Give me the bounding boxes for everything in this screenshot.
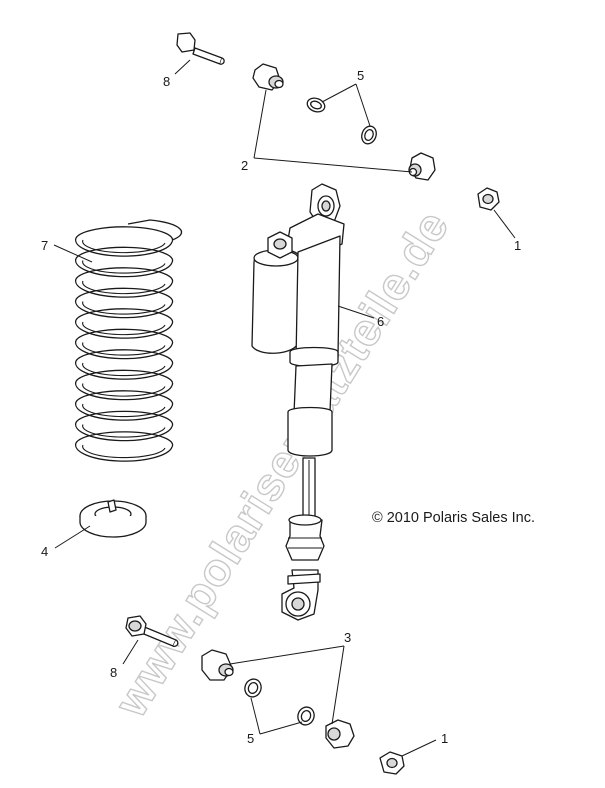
spring-coil-inner bbox=[82, 444, 166, 459]
spring-coil-inner bbox=[82, 424, 166, 438]
callout-2: 2 bbox=[241, 158, 248, 173]
spring-coil-inner bbox=[82, 342, 166, 356]
spring-coil-back bbox=[75, 390, 174, 407]
spring-coil-front bbox=[74, 319, 173, 339]
spring-coil-inner bbox=[82, 301, 166, 315]
washer-top-a bbox=[306, 97, 326, 113]
callout-6: 6 bbox=[377, 314, 384, 329]
spring-coil-inner bbox=[82, 280, 166, 295]
copyright-text: © 2010 Polaris Sales Inc. bbox=[372, 510, 535, 526]
spring-coil-back bbox=[75, 267, 174, 284]
spring-top-end bbox=[127, 219, 183, 241]
spring-coil-inner bbox=[82, 403, 166, 418]
spring-coil-back bbox=[75, 226, 174, 243]
bushing-bottom-right bbox=[325, 719, 355, 749]
spring-coil-back bbox=[75, 431, 174, 448]
spring-coil-back bbox=[75, 328, 174, 345]
bolt-bottom bbox=[125, 615, 179, 647]
washer-bottom-a bbox=[244, 678, 262, 698]
nut-top bbox=[477, 187, 500, 211]
callout-8-bottom: 8 bbox=[110, 665, 117, 680]
bushing-top-right bbox=[408, 152, 436, 181]
callout-4: 4 bbox=[41, 544, 48, 559]
spring-coil-back bbox=[75, 369, 174, 386]
spring-coil-inner bbox=[82, 260, 166, 274]
spring-coil-back bbox=[75, 349, 174, 366]
spring-coil-front bbox=[74, 401, 173, 421]
nut-bottom bbox=[379, 751, 405, 775]
spring-coil-back bbox=[75, 246, 174, 263]
spring-coil-back bbox=[75, 308, 174, 325]
callout-7: 7 bbox=[41, 238, 48, 253]
callout-5-bottom: 5 bbox=[247, 731, 254, 746]
washer-bottom-b bbox=[297, 706, 315, 726]
bushing-top-left bbox=[252, 63, 284, 91]
spring-coil-inner bbox=[82, 362, 166, 377]
spring-coil-front bbox=[74, 299, 173, 319]
spring-coil-back bbox=[75, 410, 174, 427]
spring-coil-inner bbox=[82, 383, 166, 397]
spring-coil-front bbox=[74, 237, 173, 257]
bolt-top bbox=[176, 32, 225, 65]
callout-8-top: 8 bbox=[163, 74, 170, 89]
callout-1-bottom: 1 bbox=[441, 731, 448, 746]
spring-coil-inner bbox=[82, 321, 166, 336]
bushing-bottom-left bbox=[201, 649, 234, 681]
spring-coil-front bbox=[74, 258, 173, 278]
washer-top-b bbox=[361, 125, 377, 145]
callout-1-top: 1 bbox=[514, 238, 521, 253]
spring-coil-front bbox=[74, 340, 173, 360]
spring-coil-front bbox=[74, 422, 173, 442]
spring-coil-back bbox=[75, 287, 174, 304]
shock-absorber bbox=[251, 183, 345, 621]
spring-coil-front bbox=[74, 442, 173, 462]
spring-coil-front bbox=[74, 381, 173, 401]
leader-lines bbox=[53, 59, 516, 757]
callout-3: 3 bbox=[344, 630, 351, 645]
spring-seat bbox=[79, 499, 147, 538]
callout-5-top: 5 bbox=[357, 68, 364, 83]
spring bbox=[74, 219, 183, 462]
spring-coil-front bbox=[74, 360, 173, 380]
spring-coil-front bbox=[74, 278, 173, 298]
spring-coil-inner bbox=[82, 239, 166, 254]
